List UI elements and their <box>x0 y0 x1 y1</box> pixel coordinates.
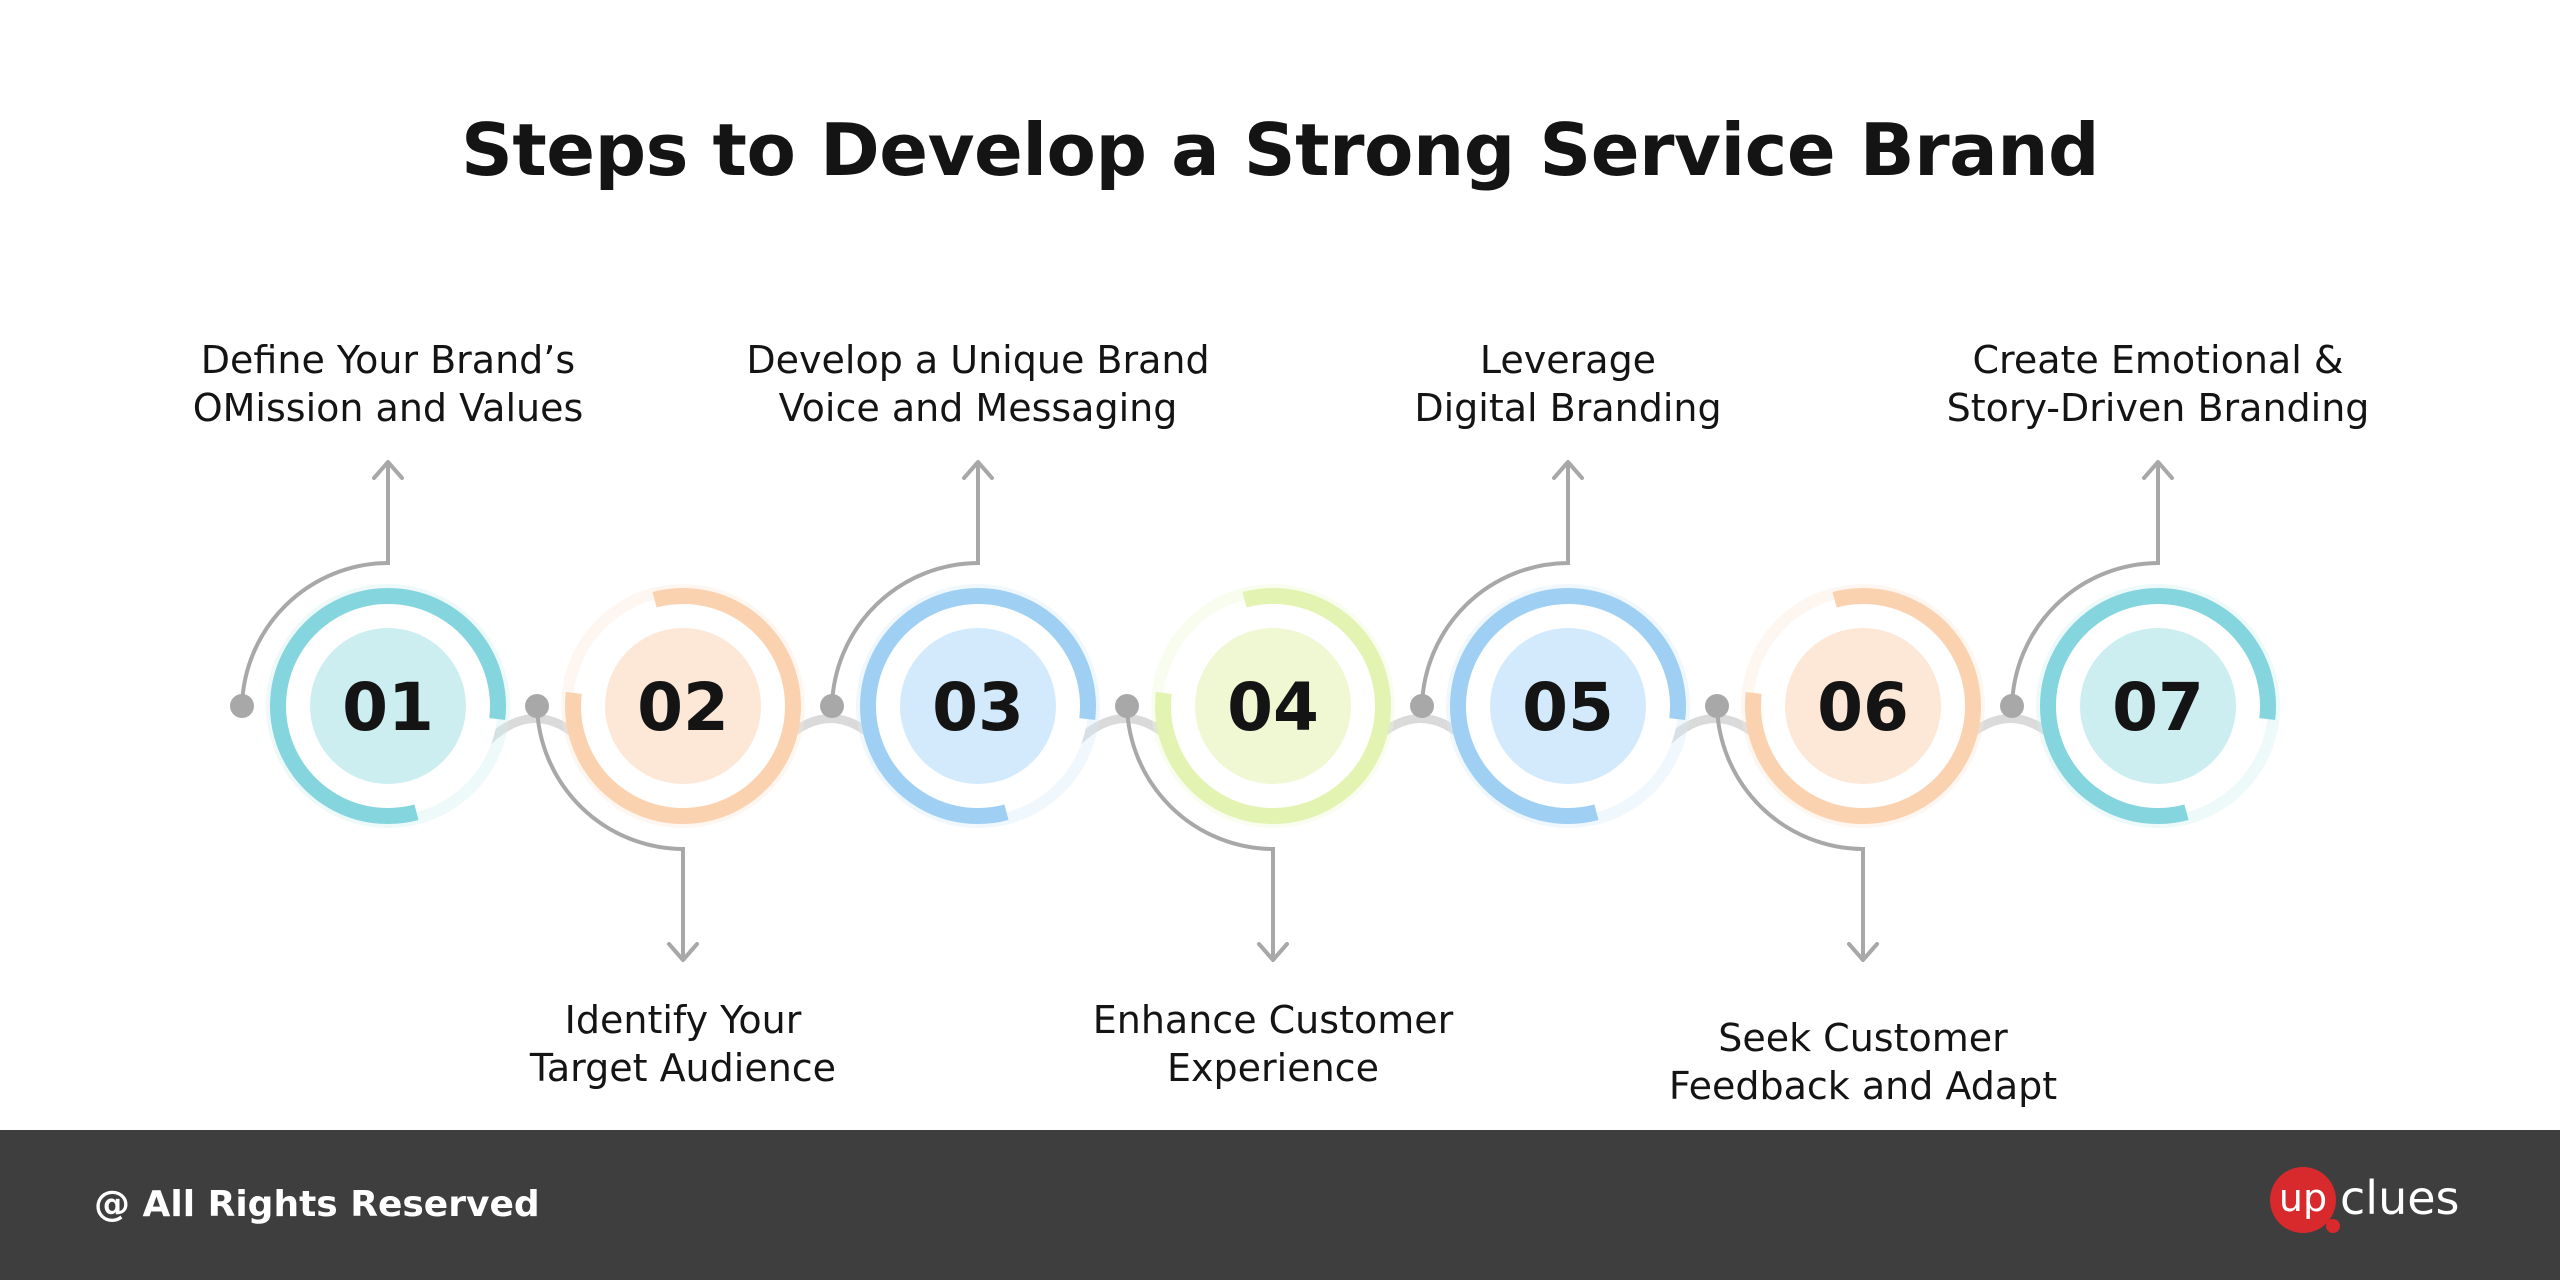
step-number: 07 <box>2112 669 2204 746</box>
step-number: 05 <box>1522 669 1614 746</box>
step-label-line: Feedback and Adapt <box>1668 1064 2058 1108</box>
step-disc <box>2080 628 2236 784</box>
arrow-up-icon <box>2142 460 2174 480</box>
arrow-down-icon <box>1257 942 1289 962</box>
connector-line <box>1715 705 1865 960</box>
page-title: Steps to Develop a Strong Service Brand <box>460 108 2100 192</box>
step-label-line: Seek Customer <box>1718 1016 2008 1060</box>
step-label-line: Leverage <box>1479 338 1657 382</box>
step-disc <box>1490 628 1646 784</box>
connector-line <box>240 462 390 707</box>
arrow-up-icon <box>372 460 404 480</box>
copyright-text: @ All Rights Reserved <box>94 1184 540 1225</box>
step-label-line: Create Emotional & <box>1972 338 2344 382</box>
step-label-line: Target Audience <box>529 1046 837 1090</box>
step-label-line: Story-Driven Branding <box>1946 386 2370 430</box>
step-disc <box>310 628 466 784</box>
step-label-line: OMission and Values <box>192 386 584 430</box>
step-disc <box>605 628 761 784</box>
step-07: 07 <box>2000 460 2280 828</box>
arrow-up-icon <box>1552 460 1584 480</box>
connector-dot <box>525 694 549 718</box>
step-label-line: Voice and Messaging <box>778 386 1178 430</box>
step-number: 06 <box>1817 669 1909 746</box>
footer: @ All Rights Reserved up clues <box>0 1130 2560 1280</box>
arrow-down-icon <box>1847 942 1879 962</box>
logo-badge: up <box>2270 1167 2336 1233</box>
step-label-line: Digital Branding <box>1414 386 1722 430</box>
step-03: 03 <box>820 460 1100 828</box>
connector-line <box>535 705 685 960</box>
step-number: 02 <box>637 669 729 746</box>
step-label-line: Experience <box>1167 1046 1379 1090</box>
step-04: 04 <box>1115 584 1395 962</box>
step-05: 05 <box>1410 460 1690 828</box>
step-label-line: Enhance Customer <box>1092 998 1454 1042</box>
step-disc <box>1195 628 1351 784</box>
step-02: 02 <box>525 584 805 962</box>
step-label: Create Emotional &Story-Driven Branding <box>1878 336 2438 432</box>
step-01: 01 <box>230 460 510 828</box>
logo-dot-icon <box>2326 1219 2340 1233</box>
brand-logo: up clues <box>2270 1163 2460 1259</box>
connector-dot <box>1705 694 1729 718</box>
connector-dot <box>820 694 844 718</box>
logo-text: clues <box>2340 1171 2460 1225</box>
connector-dot <box>1410 694 1434 718</box>
step-number: 04 <box>1227 669 1319 746</box>
connector-line <box>830 462 980 707</box>
step-disc <box>1785 628 1941 784</box>
step-06: 06 <box>1705 584 1985 962</box>
connector-dot <box>2000 694 2024 718</box>
step-number: 01 <box>342 669 434 746</box>
connector-dot <box>1115 694 1139 718</box>
connector-line <box>1125 705 1275 960</box>
connector-dot <box>230 694 254 718</box>
arrow-up-icon <box>962 460 994 480</box>
steps-graphic: 01 02 03 04 05 06 07 <box>230 460 2280 962</box>
step-disc <box>900 628 1056 784</box>
connector-line <box>1420 462 1570 707</box>
step-number: 03 <box>932 669 1024 746</box>
arrow-down-icon <box>667 942 699 962</box>
step-label-line: Develop a Unique Brand <box>746 338 1210 382</box>
step-label-line: Identify Your <box>564 998 802 1042</box>
connector-line <box>2010 462 2160 707</box>
step-label-line: Define Your Brand’s <box>200 338 576 382</box>
